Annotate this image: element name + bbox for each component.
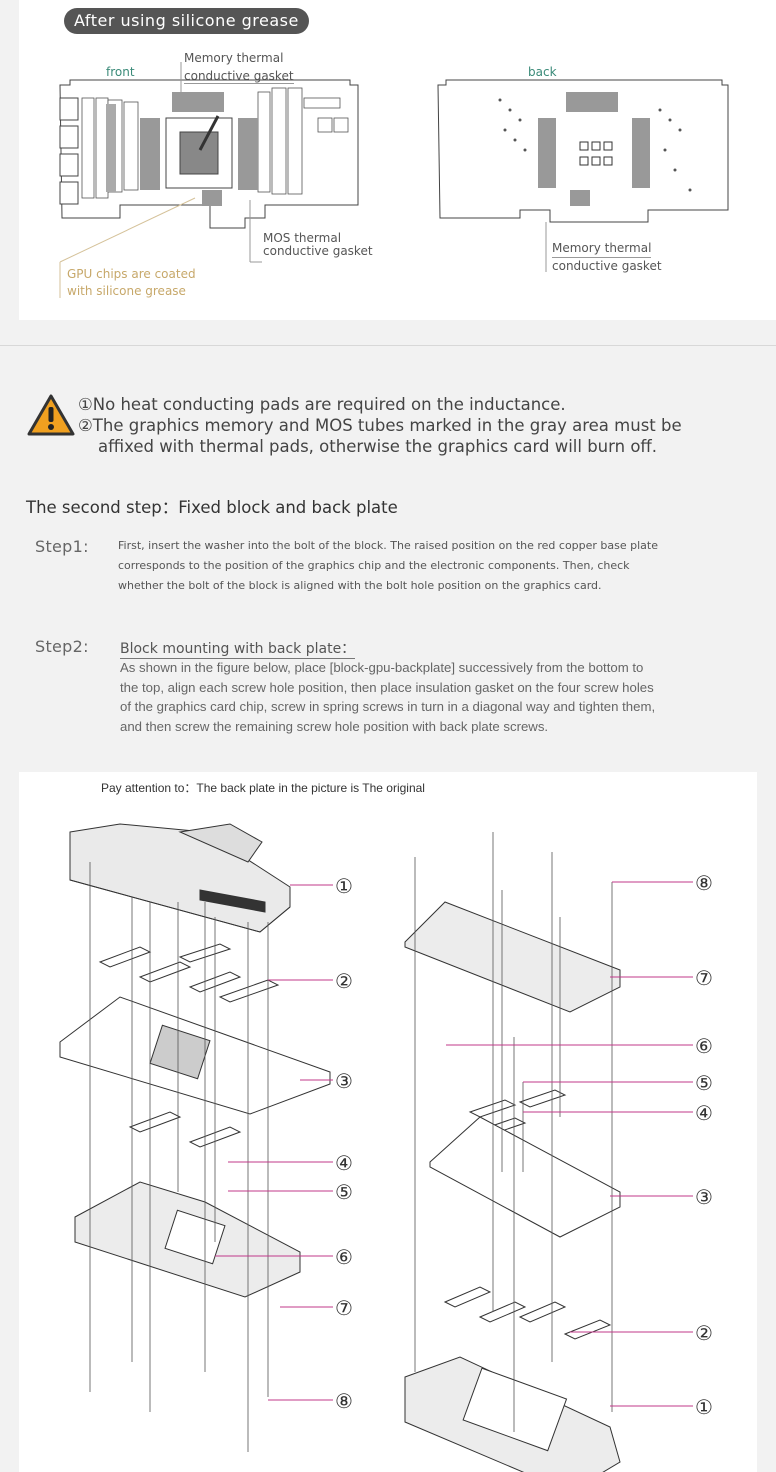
step1-label: Step1: — [35, 537, 89, 556]
right-callout-2: ② — [695, 1321, 713, 1345]
right-callout-lines — [446, 881, 693, 1407]
right-callout-7: ⑦ — [695, 966, 713, 990]
callout-lines — [59, 62, 547, 298]
left-callout-7: ⑦ — [335, 1296, 353, 1320]
right-gpu-pcb — [429, 1116, 621, 1238]
right-backplate — [404, 901, 621, 1013]
section-title: The second step：Fixed block and back pla… — [26, 498, 398, 517]
left-callouts: ① ② ③ ④ ⑤ ⑥ ⑦ ⑧ — [335, 874, 353, 1413]
left-lower-pads — [128, 1111, 242, 1148]
back-board — [437, 79, 729, 223]
gpu-note-line2: with silicone grease — [67, 284, 186, 298]
warning-text: ①No heat conducting pads are required on… — [78, 394, 682, 457]
left-callout-4: ④ — [335, 1151, 353, 1175]
left-callout-1: ① — [335, 874, 353, 898]
gpu-block — [165, 115, 233, 189]
front-bracket — [59, 97, 79, 205]
step1-line-1: First, insert the washer into the bolt o… — [118, 539, 658, 552]
left-callout-3: ③ — [335, 1069, 353, 1093]
left-screw-lines — [89, 862, 269, 1452]
step2-line-3: of the graphics card chip, screw in spri… — [120, 699, 656, 714]
step2-label: Step2: — [35, 637, 89, 656]
left-callout-lines — [215, 884, 333, 1401]
section-divider — [0, 345, 776, 346]
right-callout-4: ④ — [695, 1101, 713, 1125]
left-water-block — [69, 823, 291, 933]
step2-line-1: As shown in the figure below, place [blo… — [120, 660, 644, 675]
back-chip-marks — [579, 141, 613, 166]
right-callout-1: ① — [695, 1395, 713, 1419]
warning-icon — [27, 394, 75, 436]
step2-line-2: the top, align each screw hole position,… — [120, 679, 654, 695]
front-label: front — [106, 65, 135, 79]
step2-body: As shown in the figure below, place [blo… — [120, 658, 740, 736]
memory-gasket-front-line2: conductive gasket — [184, 69, 294, 84]
attention-note: Pay attention to：The back plate in the p… — [101, 781, 425, 795]
mos-gasket-line2: conductive gasket — [263, 244, 373, 258]
back-memory-pads — [538, 92, 650, 206]
memory-gasket-back-line2: conductive gasket — [552, 259, 662, 273]
right-lower-pads — [443, 1286, 612, 1340]
left-callout-8: ⑧ — [335, 1389, 353, 1413]
step2-line-4: and then screw the remaining screw hole … — [120, 718, 549, 734]
front-memory-pads — [106, 92, 258, 206]
step2-title: Block mounting with back plate： — [120, 638, 356, 659]
pcb-diagram-top: front back — [59, 62, 729, 298]
memory-gasket-front-line1: Memory thermal — [184, 51, 284, 65]
warning-line-3: affixed with thermal pads, otherwise the… — [98, 437, 658, 456]
step1-text: First, insert the washer into the bolt o… — [118, 536, 738, 596]
mos-gasket-line1: MOS thermal — [263, 231, 342, 245]
gpu-note-line1: GPU chips are coated — [67, 267, 196, 281]
right-callout-8: ⑧ — [695, 871, 713, 895]
right-callout-5: ⑤ — [695, 1071, 713, 1095]
right-callouts: ⑧ ⑦ ⑥ ⑤ ④ ③ ② ① — [695, 871, 713, 1419]
warning-line-2: ②The graphics memory and MOS tubes marke… — [78, 416, 682, 435]
exploded-view-diagram: ① ② ③ ④ ⑤ ⑥ ⑦ ⑧ ⑧ ⑦ ⑥ ⑤ ④ ③ ② ① — [59, 823, 713, 1472]
memory-gasket-back-line1: Memory thermal — [552, 241, 652, 258]
step1-line-3: whether the bolt of the block is aligned… — [118, 579, 602, 592]
left-callout-5: ⑤ — [335, 1180, 353, 1204]
left-callout-6: ⑥ — [335, 1245, 353, 1269]
right-water-block — [404, 1356, 621, 1472]
left-pads — [98, 943, 280, 1003]
warning-line-1: ①No heat conducting pads are required on… — [78, 395, 566, 414]
section-pill-title: After using silicone grease — [64, 8, 309, 34]
step1-line-2: corresponds to the position of the graph… — [118, 559, 630, 572]
left-backplate — [74, 1181, 301, 1298]
left-callout-2: ② — [335, 969, 353, 993]
right-callout-3: ③ — [695, 1185, 713, 1209]
back-label: back — [528, 65, 557, 79]
right-callout-6: ⑥ — [695, 1034, 713, 1058]
back-dots — [498, 98, 692, 192]
right-screw-lines — [414, 832, 613, 1432]
left-gpu-pcb — [59, 996, 331, 1115]
